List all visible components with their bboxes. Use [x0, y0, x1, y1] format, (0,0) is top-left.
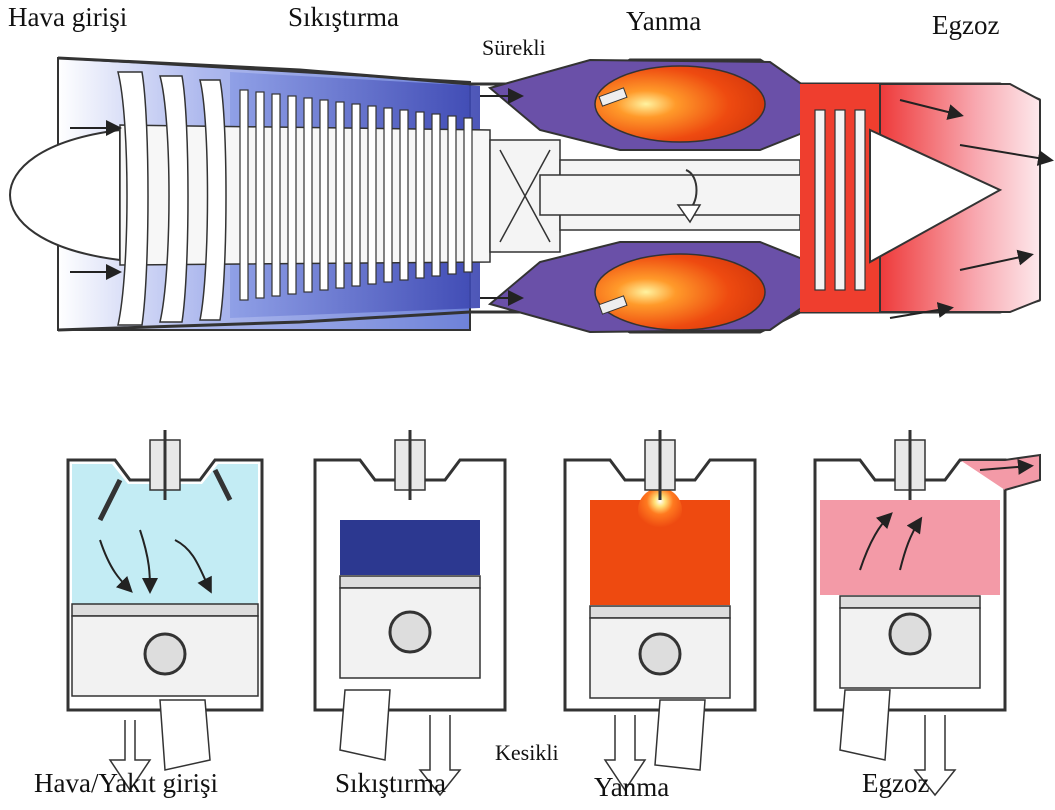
label-stroke-intake: Hava/Yakıt girişi	[34, 768, 218, 799]
turbine-flame-bottom	[595, 254, 765, 330]
piston-cylinder-compression	[315, 430, 505, 795]
chamber-compression	[340, 520, 480, 575]
turbine-nose-cone	[10, 130, 120, 260]
label-turbine-intake: Hava girişi	[8, 2, 127, 33]
label-intermittent: Kesikli	[495, 740, 559, 766]
label-turbine-compression: Sıkıştırma	[288, 2, 399, 33]
label-turbine-exhaust: Egzoz	[932, 10, 999, 41]
label-continuous: Sürekli	[482, 35, 546, 61]
turbine-shaft	[490, 140, 830, 252]
chamber-exhaust	[820, 500, 1000, 595]
piston-cylinder-exhaust	[815, 430, 1040, 795]
label-stroke-exhaust: Egzoz	[862, 768, 929, 799]
turbine-compressor-blades	[240, 90, 472, 300]
label-turbine-combustion: Yanma	[626, 6, 701, 37]
turbine-flame-top	[595, 66, 765, 142]
piston-cylinder-intake	[68, 430, 262, 790]
turbine-fan-blades	[118, 72, 226, 325]
label-stroke-compression: Sıkıştırma	[335, 768, 446, 799]
piston-cylinder-combustion	[565, 430, 755, 790]
label-stroke-combustion: Yanma	[594, 772, 669, 803]
turbine-engine	[10, 58, 1050, 332]
